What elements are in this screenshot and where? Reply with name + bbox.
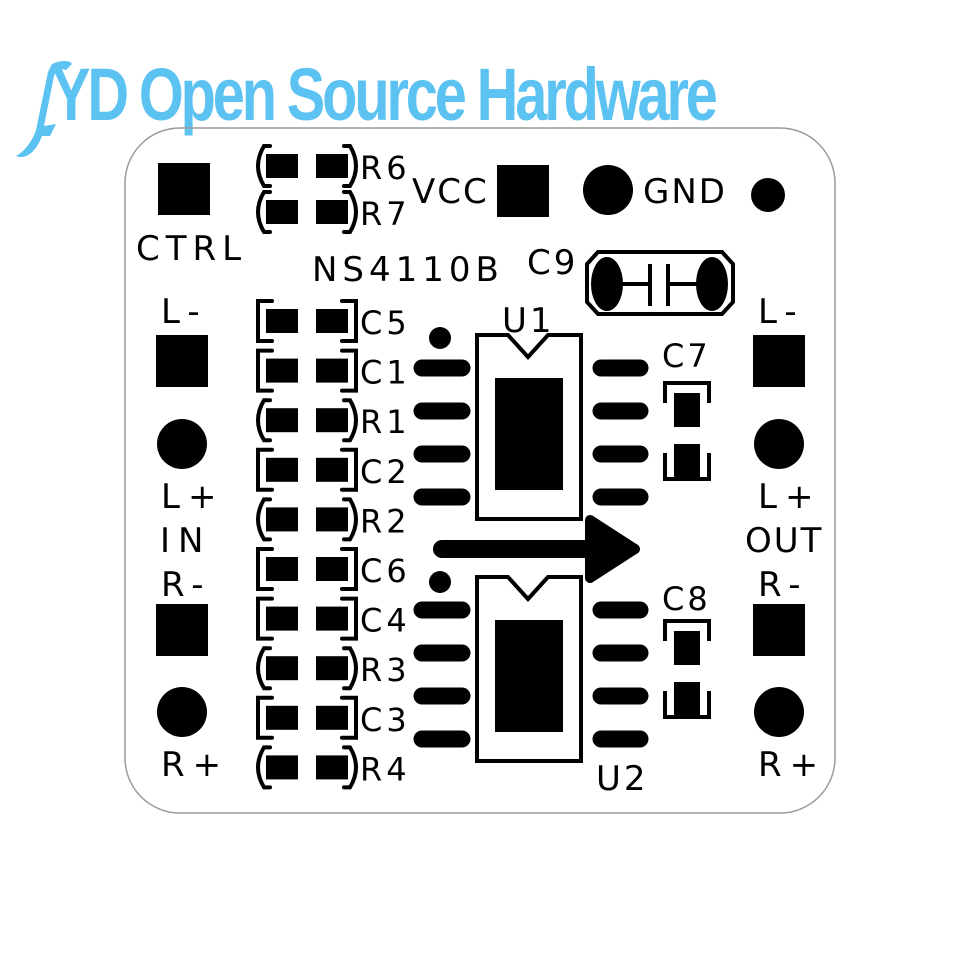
passive-c5: C5 — [256, 299, 411, 343]
pad — [316, 705, 348, 730]
ref-label: R1 — [360, 403, 411, 441]
in-group-label: IN — [160, 521, 211, 561]
ref-label: C2 — [360, 453, 411, 491]
in-r-minus-label: R- — [161, 565, 212, 605]
passive-c1: C1 — [256, 348, 411, 393]
pad — [266, 309, 298, 333]
cap-label: C8 — [662, 580, 711, 618]
out-l-minus-label: L- — [758, 292, 805, 332]
pad — [316, 457, 348, 482]
output-connector: L- L+ OUT R- R+ — [745, 292, 826, 785]
ctrl-pad — [158, 163, 210, 215]
pad — [316, 755, 348, 780]
pad — [266, 154, 298, 178]
out-group-label: OUT — [745, 521, 823, 561]
mounting-hole — [751, 178, 785, 212]
pad — [316, 200, 348, 224]
ref-label: C5 — [360, 304, 411, 342]
pin1-marker — [429, 327, 451, 349]
pad — [266, 557, 298, 581]
cap-c7: C7 — [662, 337, 711, 481]
ic-label: U1 — [502, 301, 555, 341]
chip-title: NS4110B — [312, 250, 504, 290]
pad — [266, 606, 298, 631]
passive-c2: C2 — [256, 447, 411, 492]
vcc-pad — [497, 165, 549, 217]
out-r-plus-label: R+ — [758, 745, 826, 785]
c9-capacitor — [585, 250, 735, 316]
c9-label: C9 — [527, 243, 578, 283]
out-l-plus-label: L+ — [758, 477, 821, 517]
input-connector: L- L+ IN R- R+ — [156, 292, 229, 785]
pad — [266, 755, 298, 780]
ref-label: R7 — [360, 195, 411, 233]
pad — [316, 656, 348, 681]
ref-label: R3 — [360, 651, 411, 689]
ref-label: R6 — [360, 149, 411, 187]
ref-label: R2 — [360, 502, 411, 540]
ref-label: R4 — [360, 750, 411, 788]
ref-label: C6 — [360, 552, 411, 590]
passive-r2: R2 — [256, 497, 411, 542]
in-r-minus-pad — [156, 604, 208, 656]
out-r-minus-label: R- — [758, 565, 809, 605]
ref-label: C3 — [360, 701, 411, 739]
passive-r6: R6 — [256, 144, 411, 188]
pad — [266, 507, 298, 532]
in-l-plus-label: L+ — [161, 477, 224, 517]
in-l-plus-pad — [157, 419, 207, 469]
pad — [266, 200, 298, 224]
pad — [316, 507, 348, 532]
pad — [316, 154, 348, 178]
passive-r1: R1 — [256, 398, 411, 443]
cap-label: C7 — [662, 337, 711, 375]
in-l-minus-pad — [156, 335, 208, 387]
ic-u1: U1 — [413, 301, 649, 521]
out-l-plus-pad — [754, 419, 804, 469]
pad — [316, 309, 348, 333]
passive-r7: R7 — [256, 190, 411, 234]
brand-watermark: YD Open Source Hardware — [52, 53, 718, 136]
passive-c4: C4 — [256, 596, 411, 641]
out-l-minus-pad — [753, 335, 805, 387]
passive-c3: C3 — [256, 695, 411, 740]
gnd-pad — [583, 165, 633, 215]
pad — [316, 557, 348, 581]
gnd-label: GND — [643, 172, 727, 212]
ic-label: U2 — [596, 759, 649, 799]
pin1-marker — [429, 571, 451, 593]
in-l-minus-label: L- — [161, 292, 208, 332]
in-r-plus-pad — [157, 687, 207, 737]
thermal-pad — [495, 378, 563, 490]
vcc-label: VCC — [412, 172, 489, 212]
ic-u2: U2 — [413, 571, 649, 799]
cap-c8: C8 — [662, 580, 711, 719]
thermal-pad — [495, 620, 563, 732]
pad — [316, 358, 348, 383]
passive-r3: R3 — [256, 646, 411, 691]
passive-c6: C6 — [256, 547, 411, 591]
pad — [266, 656, 298, 681]
pad — [316, 408, 348, 433]
pad — [266, 457, 298, 482]
ctrl-label: CTRL — [136, 229, 247, 269]
in-r-plus-label: R+ — [161, 745, 229, 785]
pad — [266, 705, 298, 730]
out-r-plus-pad — [754, 687, 804, 737]
pad — [266, 408, 298, 433]
ref-label: C1 — [360, 354, 411, 392]
signal-arrow-icon — [433, 515, 640, 583]
board-outline — [124, 127, 836, 814]
pad — [266, 358, 298, 383]
passive-r4: R4 — [256, 745, 411, 790]
ref-label: C4 — [360, 602, 411, 640]
pad — [316, 606, 348, 631]
music-note-logo-icon — [16, 61, 72, 158]
out-r-minus-pad — [753, 604, 805, 656]
